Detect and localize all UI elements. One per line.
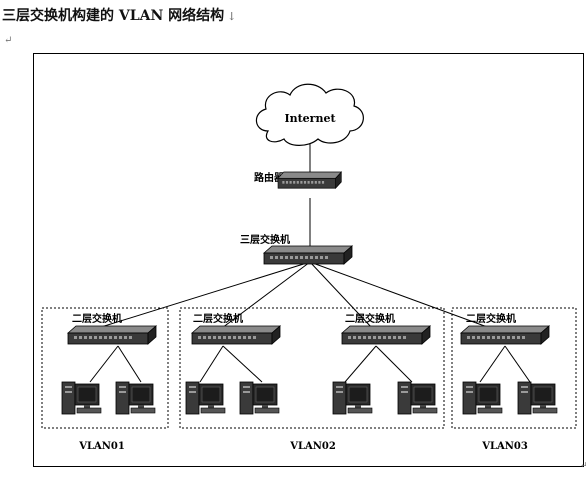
computer-icon [462,381,503,415]
computer-icon [185,381,226,415]
access-switch-4: 二层交换机 [460,312,550,345]
access-switch-2: 二层交换机 [191,312,281,345]
computer-icon [61,381,102,415]
cloud-label: Internet [284,112,336,125]
computer-icon [397,381,438,415]
access-switch-1: 二层交换机 [67,312,157,345]
access-switch-label: 二层交换机 [72,312,122,325]
computers [61,381,558,415]
vlan03-box [451,307,577,429]
vlan-groups [41,307,577,429]
access-switch-3: 二层交换机 [341,312,431,345]
computer-icon [239,381,280,415]
vlan01-label: VLAN01 [78,441,125,452]
computer-icon [517,381,558,415]
vlan03-label: VLAN03 [481,441,528,452]
heading-title: 三层交换机构建的 VLAN 网络结构 [2,8,225,24]
vlan02-label: VLAN02 [289,441,336,452]
access-switch-1-icon [67,325,157,345]
access-switch-label: 二层交换机 [466,312,516,325]
computer-icon [115,381,156,415]
computer-icon [332,381,373,415]
access-switch-4-icon [460,325,550,345]
access-switch-label: 二层交换机 [193,312,243,325]
core-switch-node: 三层交换机 [240,233,353,265]
internet-cloud: Internet [255,83,364,146]
router-node: 路由器 [254,171,342,189]
access-switch-3-icon [341,325,431,345]
access-switch-2-icon [191,325,281,345]
connection-lines [89,144,531,383]
core-switch-label: 三层交换机 [240,233,290,246]
vlan02-box [179,307,445,429]
heading: 三层交换机构建的 VLAN 网络结构↓ [2,5,236,25]
access-switch-label: 二层交换机 [345,312,395,325]
vlan01-box [41,307,169,429]
diagram-frame [33,53,584,467]
heading-trail-marks: ↓ [227,10,237,23]
paragraph-mark: ↵ [4,35,13,46]
router-label: 路由器 [254,171,285,184]
core-switch-icon [263,245,353,265]
end-paragraph-mark: ↵ [580,461,588,471]
router-icon [277,171,342,189]
